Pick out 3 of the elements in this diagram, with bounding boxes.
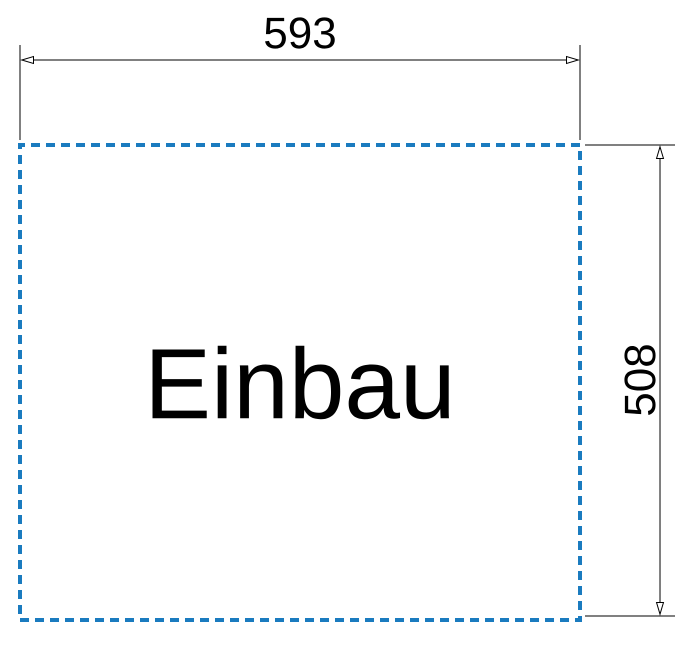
dimension-label: 593 <box>265 17 335 49</box>
installation-box: Einbau <box>18 143 582 622</box>
dimension-label: 508 <box>624 345 656 415</box>
